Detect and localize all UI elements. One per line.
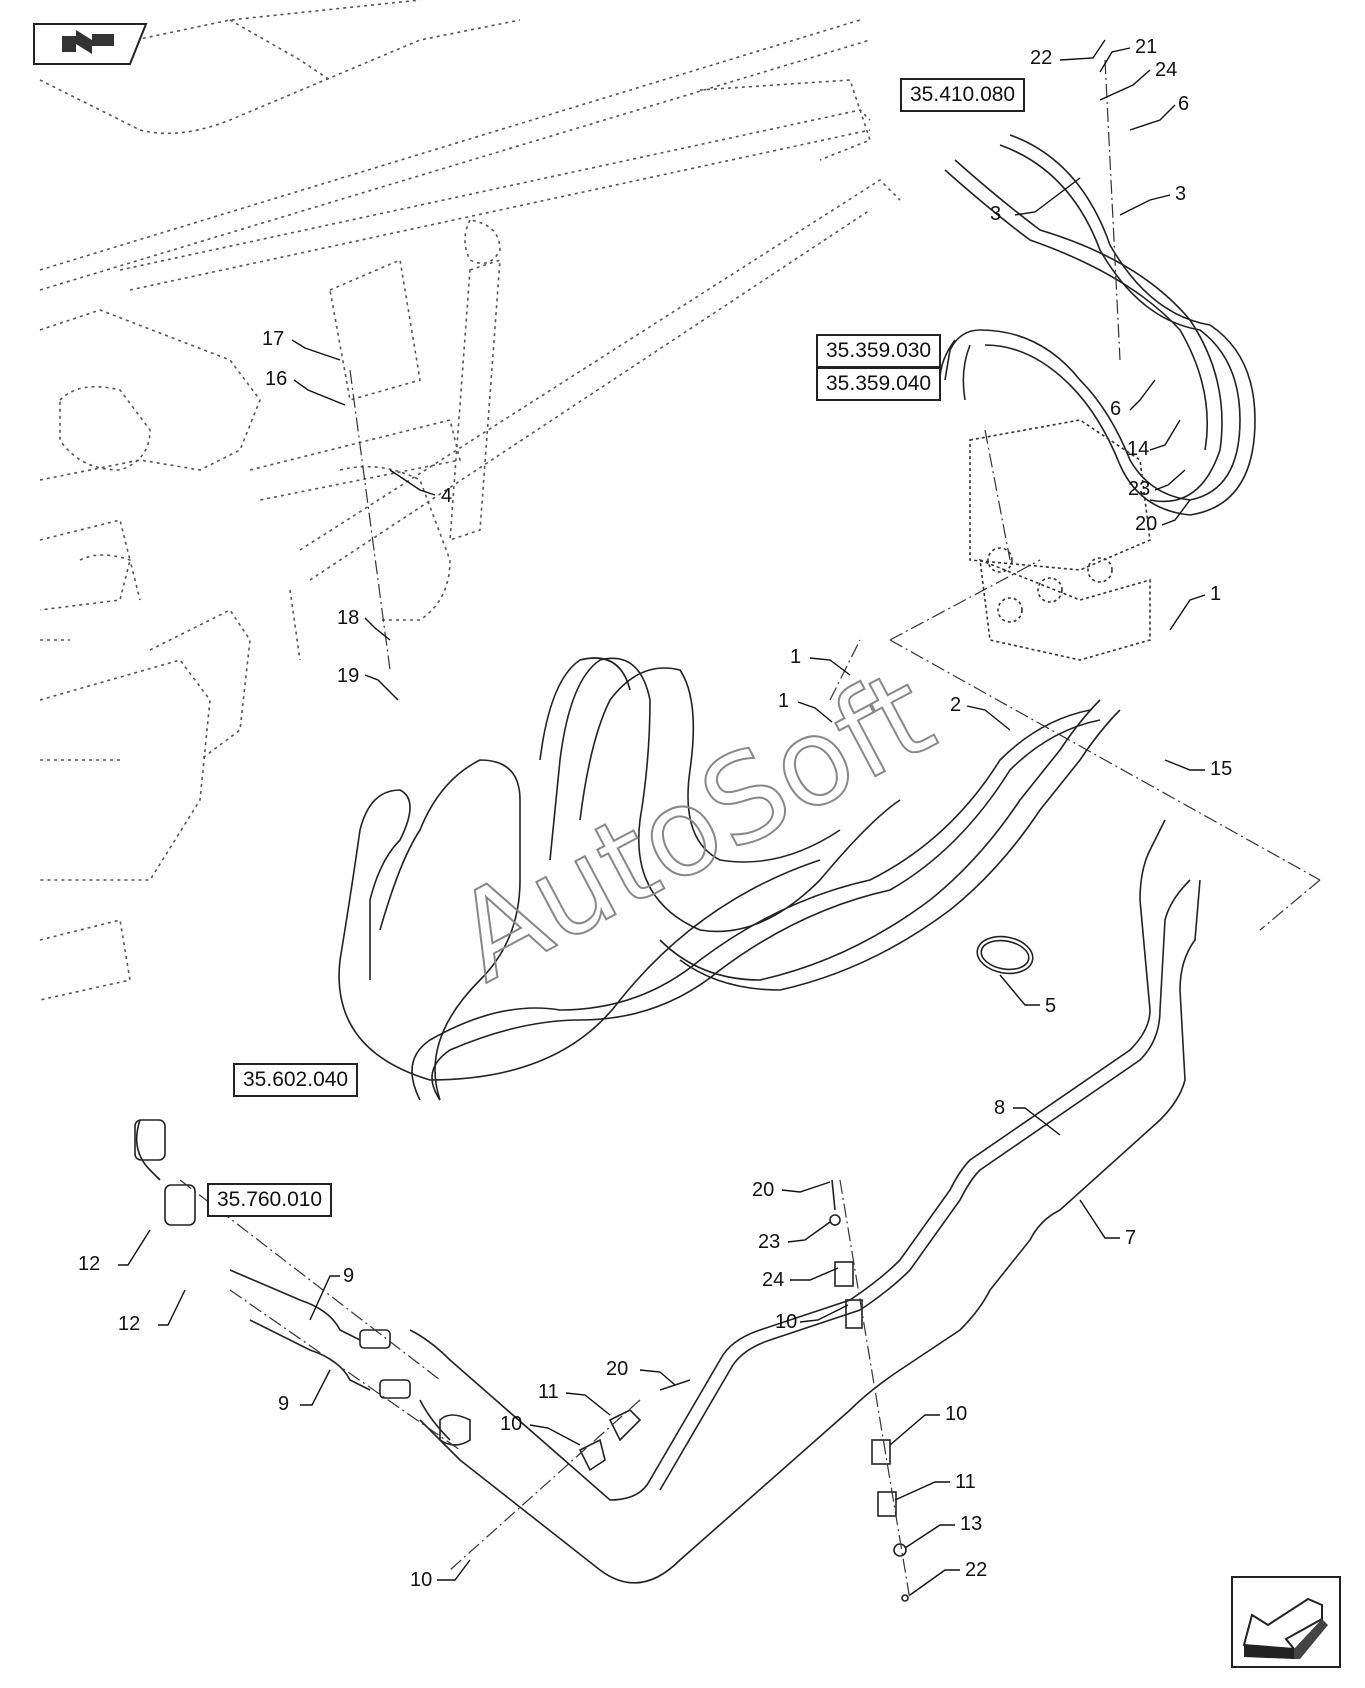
- callout-3: 3: [990, 203, 1001, 225]
- next-button[interactable]: [1230, 1575, 1342, 1669]
- callout-20c: 20: [606, 1358, 628, 1380]
- callout-11b: 11: [955, 1471, 976, 1493]
- callout-2: 2: [950, 694, 961, 716]
- callout-12: 12: [78, 1253, 100, 1275]
- callout-5: 5: [1045, 995, 1056, 1017]
- hose-3-assembly: [939, 134, 1256, 516]
- clamp-parts: [578, 1179, 909, 1602]
- callout-1: 1: [1210, 583, 1221, 605]
- callout-16: 16: [265, 368, 287, 390]
- callout-22b: 22: [965, 1559, 987, 1581]
- callout-23b: 23: [758, 1231, 780, 1253]
- callout-21: 21: [1135, 36, 1157, 58]
- hose-loops: [338, 657, 1121, 1101]
- callout-6b: 6: [1110, 398, 1121, 420]
- back-button[interactable]: [32, 22, 148, 66]
- callout-10: 10: [775, 1311, 797, 1333]
- callout-15: 15: [1210, 758, 1232, 780]
- callout-6: 6: [1178, 93, 1189, 115]
- callout-14: 14: [1127, 438, 1149, 460]
- callout-7: 7: [1125, 1227, 1136, 1249]
- callout-11: 11: [538, 1381, 559, 1403]
- ref-link-35-602-040[interactable]: 35.602.040: [233, 1063, 359, 1097]
- callout-10c: 10: [945, 1403, 967, 1425]
- callout-3b: 3: [1175, 183, 1186, 205]
- ref-link-35-410-080[interactable]: 35.410.080: [900, 78, 1026, 112]
- callout-13: 13: [960, 1513, 982, 1535]
- callout-12b: 12: [118, 1313, 140, 1335]
- callout-9: 9: [343, 1265, 354, 1287]
- ref-link-35-760-010[interactable]: 35.760.010: [207, 1183, 333, 1217]
- machine-frame: [39, 0, 901, 1001]
- callout-17: 17: [262, 328, 284, 350]
- valve-block: [969, 419, 1151, 661]
- fittings-lower-left: [134, 1119, 471, 1446]
- callout-4: 4: [441, 485, 452, 507]
- forward-arrow-icon: [1231, 1576, 1341, 1668]
- leader-lines: [118, 39, 1206, 1596]
- callout-22: 22: [1030, 47, 1052, 69]
- callout-9b: 9: [278, 1393, 289, 1415]
- callout-1b: 1: [790, 646, 801, 668]
- callout-23: 23: [1128, 478, 1150, 500]
- ref-link-35-359-030[interactable]: 35.359.030: [816, 334, 942, 368]
- callout-18: 18: [337, 607, 359, 629]
- watermark: AutoSoft: [433, 643, 955, 1010]
- ref-link-35-359-040[interactable]: 35.359.040: [816, 367, 942, 401]
- callout-10d: 10: [410, 1569, 432, 1591]
- callout-19: 19: [337, 665, 359, 687]
- callout-8: 8: [994, 1097, 1005, 1119]
- callout-24b: 24: [762, 1269, 784, 1291]
- watermark-text: AutoSoft: [434, 644, 954, 1009]
- gasket-5: [976, 935, 1034, 975]
- callout-24: 24: [1155, 59, 1177, 81]
- back-arrow-icon: [33, 23, 148, 65]
- callout-20b: 20: [752, 1179, 774, 1201]
- callout-labels: 22 21 24 6 3 3 17 16 6 14 23 20 4 18 19 …: [78, 36, 1232, 1591]
- callout-20: 20: [1135, 513, 1157, 535]
- callout-1c: 1: [778, 690, 789, 712]
- callout-10b: 10: [500, 1413, 522, 1435]
- pipes-7-8: [409, 819, 1201, 1584]
